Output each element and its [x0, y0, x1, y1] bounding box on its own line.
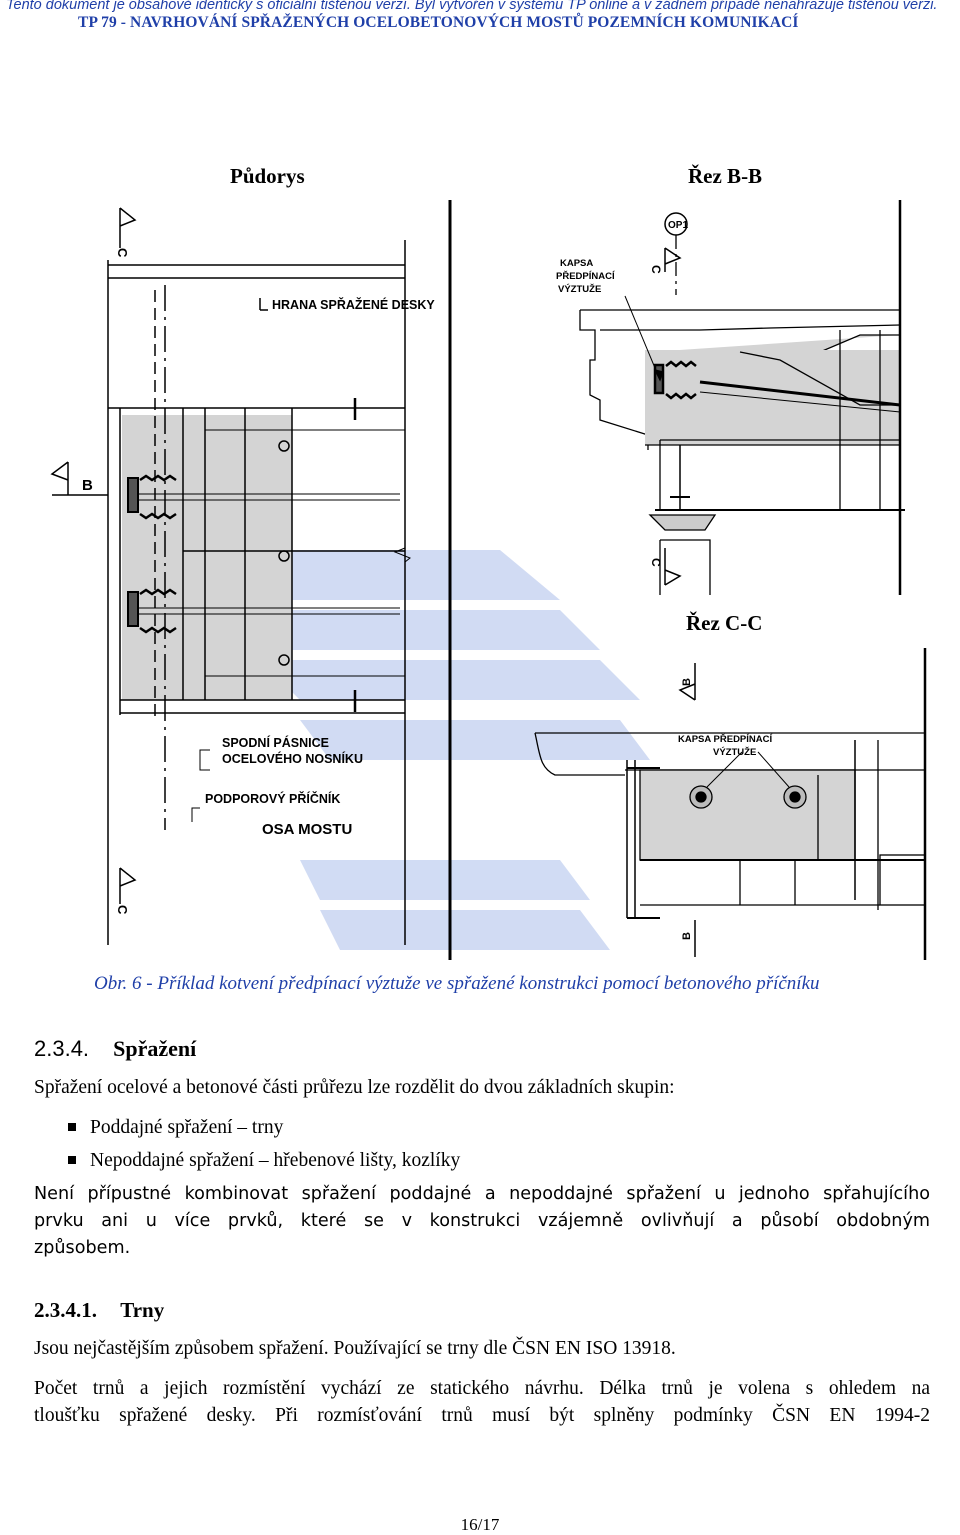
label-flange-2: OCELOVÉHO NOSNÍKU	[222, 751, 363, 766]
section-heading: 2.3.4. Spřažení	[34, 1036, 196, 1062]
bullet-text: Poddajné spřažení – trny	[90, 1117, 284, 1138]
section-bb-drawing	[579, 200, 905, 595]
section-intro: Spřažení ocelové a betonové části průřez…	[34, 1077, 675, 1098]
bullet-square-icon	[68, 1122, 76, 1131]
marker-b-cc-top: B	[681, 678, 693, 686]
marker-c-bottom: C	[115, 905, 130, 915]
marker-c-bb-bottom: C	[649, 558, 663, 567]
bullet-item: Poddajné spřažení – trny	[68, 1117, 283, 1139]
plan-title: Půdorys	[230, 164, 305, 188]
subsection-line: Jsou nejčastějším způsobem spřažení. Pou…	[34, 1338, 676, 1359]
plan-drawing	[50, 207, 411, 945]
section-cc-drawing	[534, 648, 927, 960]
label-pocket-3: VÝZTUŽE	[558, 283, 601, 295]
figure-caption: Obr. 6 - Příklad kotvení předpínací výzt…	[94, 973, 820, 994]
bullet-item: Nepoddajné spřažení – hřebenové lišty, k…	[68, 1150, 460, 1172]
subsection-title: Trny	[120, 1298, 165, 1322]
paragraph-line: způsobem.	[34, 1238, 131, 1258]
technical-drawing: HRANA SPŘAŽENÉ DESKY SPODNÍ PÁSNICE OCEL…	[50, 200, 927, 960]
section-number: 2.3.4.	[34, 1036, 90, 1061]
marker-op1: OP1	[668, 220, 688, 231]
bullet-square-icon	[68, 1155, 76, 1164]
section-title: Spřažení	[113, 1036, 197, 1061]
marker-b-cc-bottom: B	[681, 932, 693, 940]
page-number: 16/17	[460, 1515, 500, 1534]
label-axis: OSA MOSTU	[262, 821, 352, 838]
subsection-heading: 2.3.4.1. Trny	[34, 1298, 164, 1323]
subsection-number: 2.3.4.1.	[34, 1298, 97, 1322]
header-title: TP 79 - NAVRHOVÁNÍ SPŘAŽENÝCH OCELOBETON…	[78, 14, 799, 31]
marker-c-top: C	[115, 248, 130, 258]
paragraph-line: prvku ani u více prvků, které se v konst…	[34, 1211, 930, 1231]
label-pocket-1: KAPSA	[560, 258, 593, 269]
header-notice: Tento dokument je obsahově identický s o…	[6, 0, 938, 13]
label-cc-pocket-2: VÝZTUŽE	[713, 746, 756, 758]
label-crossbeam: PODPOROVÝ PŘÍČNÍK	[205, 791, 340, 806]
label-flange-1: SPODNÍ PÁSNICE	[222, 735, 329, 750]
paragraph-line: Počet trnů a jejich rozmístění vychází z…	[34, 1378, 930, 1399]
bullet-text: Nepoddajné spřažení – hřebenové lišty, k…	[90, 1150, 461, 1171]
paragraph-line: Není přípustné kombinovat spřažení podda…	[34, 1184, 930, 1204]
paragraph-line: tloušťku spřažené desky. Při rozmísťován…	[34, 1405, 930, 1426]
marker-c-bb-top: C	[649, 265, 663, 274]
section-cc-title: Řez C-C	[686, 611, 763, 635]
section-bb-title: Řez B-B	[688, 164, 763, 188]
marker-b-plan: B	[82, 477, 93, 494]
label-cc-pocket-1: KAPSA PŘEDPÍNACÍ	[678, 733, 772, 745]
label-pocket-2: PŘEDPÍNACÍ	[556, 270, 615, 282]
label-edge: HRANA SPŘAŽENÉ DESKY	[272, 297, 435, 312]
